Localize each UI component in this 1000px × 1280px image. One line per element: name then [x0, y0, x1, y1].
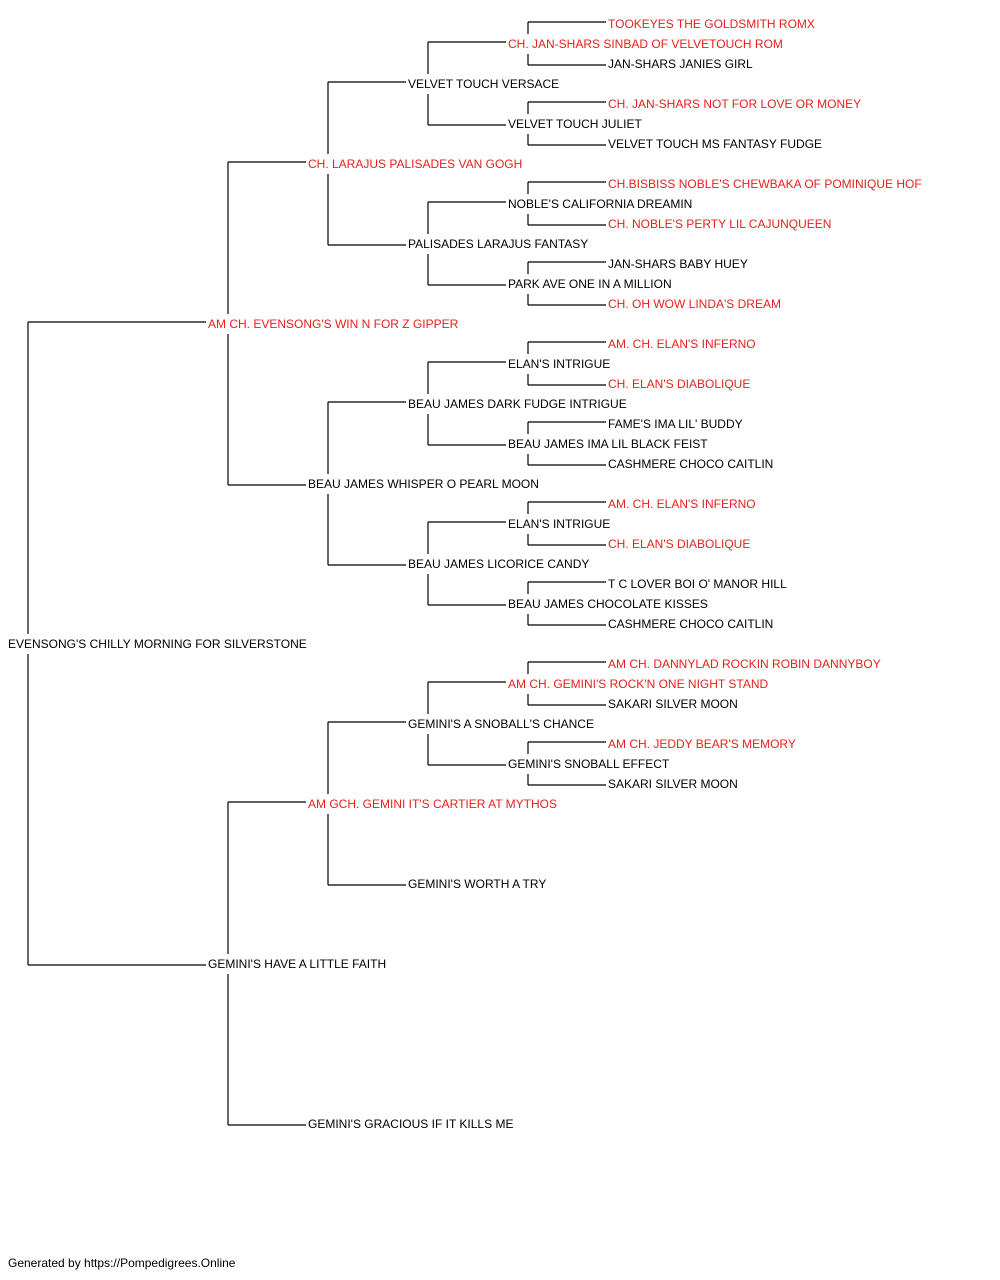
ancestor-name: GEMINI'S GRACIOUS IF IT KILLS ME — [308, 1117, 513, 1131]
ancestor-name: AM CH. JEDDY BEAR'S MEMORY — [608, 737, 796, 751]
ancestor-name: BEAU JAMES IMA LIL BLACK FEIST — [508, 437, 708, 451]
ancestor-name: JAN-SHARS BABY HUEY — [608, 257, 748, 271]
ancestor-name: TOOKEYES THE GOLDSMITH ROMX — [608, 17, 815, 31]
subject-name: EVENSONG'S CHILLY MORNING FOR SILVERSTON… — [8, 637, 307, 651]
ancestor-name: PALISADES LARAJUS FANTASY — [408, 237, 588, 251]
ancestor-name: GEMINI'S HAVE A LITTLE FAITH — [208, 957, 386, 971]
ancestor-name: AM. CH. ELAN'S INFERNO — [608, 497, 756, 511]
ancestor-name: GEMINI'S SNOBALL EFFECT — [508, 757, 670, 771]
ancestor-name: ELAN'S INTRIGUE — [508, 517, 610, 531]
ancestor-name: GEMINI'S A SNOBALL'S CHANCE — [408, 717, 594, 731]
ancestor-name: CH.BISBISS NOBLE'S CHEWBAKA OF POMINIQUE… — [608, 177, 922, 191]
ancestor-name: NOBLE'S CALIFORNIA DREAMIN — [508, 197, 692, 211]
ancestor-name: BEAU JAMES LICORICE CANDY — [408, 557, 589, 571]
ancestor-name: JAN-SHARS JANIES GIRL — [608, 57, 753, 71]
ancestor-name: BEAU JAMES DARK FUDGE INTRIGUE — [408, 397, 627, 411]
ancestor-name: GEMINI'S WORTH A TRY — [408, 877, 546, 891]
ancestor-name: T C LOVER BOI O' MANOR HILL — [608, 577, 787, 591]
ancestor-name: CH. JAN-SHARS SINBAD OF VELVETOUCH ROM — [508, 37, 783, 51]
ancestor-name: CH. OH WOW LINDA'S DREAM — [608, 297, 781, 311]
ancestor-name: CH. ELAN'S DIABOLIQUE — [608, 377, 750, 391]
ancestor-name: CASHMERE CHOCO CAITLIN — [608, 617, 773, 631]
ancestor-name: AM CH. DANNYLAD ROCKIN ROBIN DANNYBOY — [608, 657, 881, 671]
ancestor-name: AM CH. GEMINI'S ROCK'N ONE NIGHT STAND — [508, 677, 768, 691]
ancestor-name: SAKARI SILVER MOON — [608, 777, 738, 791]
ancestor-name: CASHMERE CHOCO CAITLIN — [608, 457, 773, 471]
ancestor-name: AM. CH. ELAN'S INFERNO — [608, 337, 756, 351]
ancestor-name: BEAU JAMES CHOCOLATE KISSES — [508, 597, 708, 611]
ancestor-name: CH. JAN-SHARS NOT FOR LOVE OR MONEY — [608, 97, 861, 111]
ancestor-name: CH. NOBLE'S PERTY LIL CAJUNQUEEN — [608, 217, 831, 231]
ancestor-name: VELVET TOUCH VERSACE — [408, 77, 559, 91]
ancestor-name: SAKARI SILVER MOON — [608, 697, 738, 711]
ancestor-name: ELAN'S INTRIGUE — [508, 357, 610, 371]
ancestor-name: VELVET TOUCH JULIET — [508, 117, 642, 131]
ancestor-name: CH. ELAN'S DIABOLIQUE — [608, 537, 750, 551]
ancestor-name: PARK AVE ONE IN A MILLION — [508, 277, 672, 291]
ancestor-name: VELVET TOUCH MS FANTASY FUDGE — [608, 137, 822, 151]
footer-credit: Generated by https://Pompedigrees.Online — [8, 1256, 236, 1270]
ancestor-name: BEAU JAMES WHISPER O PEARL MOON — [308, 477, 539, 491]
ancestor-name: FAME'S IMA LIL' BUDDY — [608, 417, 743, 431]
ancestor-name: AM GCH. GEMINI IT'S CARTIER AT MYTHOS — [308, 797, 557, 811]
ancestor-name: CH. LARAJUS PALISADES VAN GOGH — [308, 157, 522, 171]
ancestor-name: AM CH. EVENSONG'S WIN N FOR Z GIPPER — [208, 317, 459, 331]
